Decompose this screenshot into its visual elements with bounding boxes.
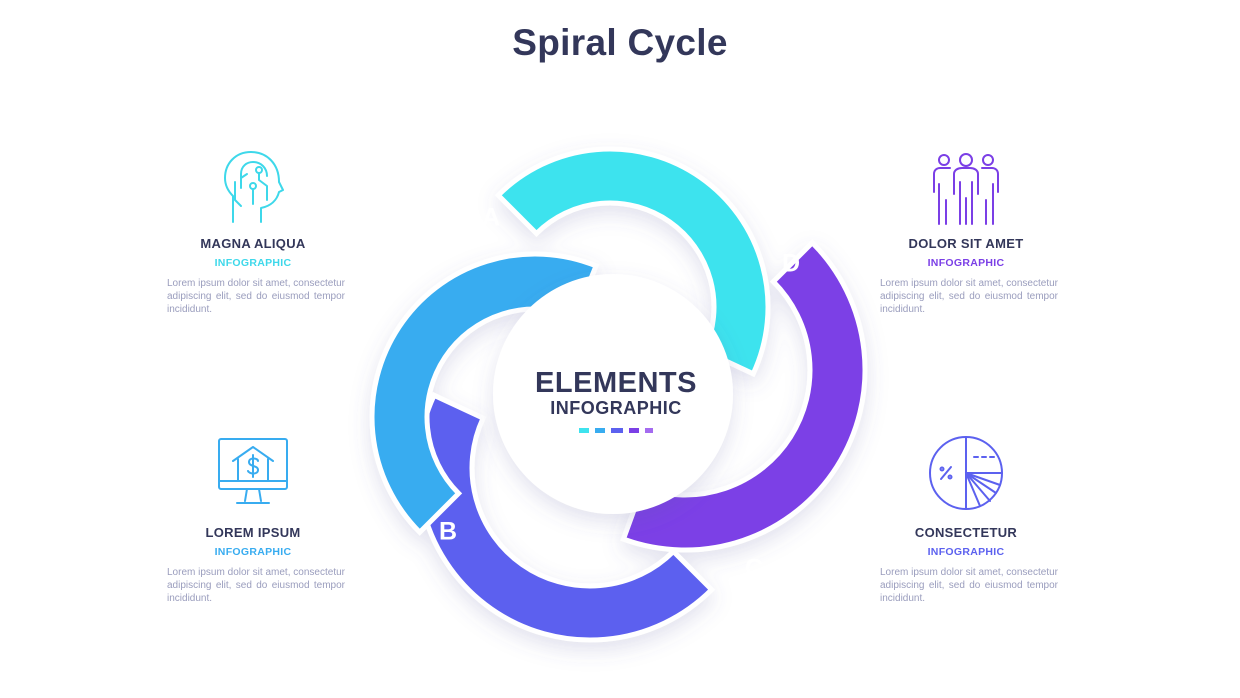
dash-c (611, 428, 623, 433)
dash-b (595, 428, 605, 433)
dash-a (579, 428, 589, 433)
pie-chart-icon (929, 436, 1003, 510)
block-heading: LOREM IPSUM (205, 525, 301, 540)
block-dolor-sit-amet: DOLOR SIT AMET INFOGRAPHIC Lorem ipsum d… (868, 142, 1064, 316)
block-body: Lorem ipsum dolor sit amet, consectetur … (880, 567, 1058, 604)
segment-label-d: D (782, 250, 800, 278)
block-heading: DOLOR SIT AMET (908, 236, 1024, 251)
block-lorem-ipsum: LOREM IPSUM INFOGRAPHIC Lorem ipsum dolo… (155, 431, 351, 605)
block-subtitle: INFOGRAPHIC (927, 546, 1005, 558)
segment-label-a: A (482, 204, 500, 232)
segment-label-c: C (745, 555, 763, 583)
block-heading: CONSECTETUR (914, 525, 1018, 540)
dash-d (629, 428, 639, 433)
segment-d (620, 239, 868, 553)
block-heading: MAGNA ALIQUA (200, 236, 306, 251)
block-subtitle: INFOGRAPHIC (214, 546, 292, 558)
center-dashes (568, 428, 664, 434)
segment-b (369, 251, 600, 536)
block-body: Lorem ipsum dolor sit amet, consectetur … (880, 278, 1058, 315)
dash-e (645, 428, 653, 433)
brain-head-icon (224, 151, 284, 223)
segment-a (494, 146, 771, 378)
center-line-2: INFOGRAPHIC (550, 398, 682, 418)
center-line-1: ELEMENTS (535, 367, 697, 399)
team-icon (933, 153, 999, 225)
block-body: Lorem ipsum dolor sit amet, consectetur … (167, 567, 345, 604)
block-subtitle: INFOGRAPHIC (214, 257, 292, 269)
page-title: Spiral Cycle (512, 22, 728, 63)
segment-label-b: B (439, 518, 457, 546)
center-circle (493, 274, 733, 514)
block-body: Lorem ipsum dolor sit amet, consectetur … (167, 278, 345, 315)
block-consectetur: CONSECTETUR INFOGRAPHIC Lorem ipsum dolo… (868, 431, 1064, 605)
center-label: ELEMENTS INFOGRAPHIC (500, 368, 732, 434)
house-monitor-icon (218, 438, 288, 504)
block-subtitle: INFOGRAPHIC (927, 257, 1005, 269)
block-magna-aliqua: MAGNA ALIQUA INFOGRAPHIC Lorem ipsum dol… (155, 142, 351, 316)
